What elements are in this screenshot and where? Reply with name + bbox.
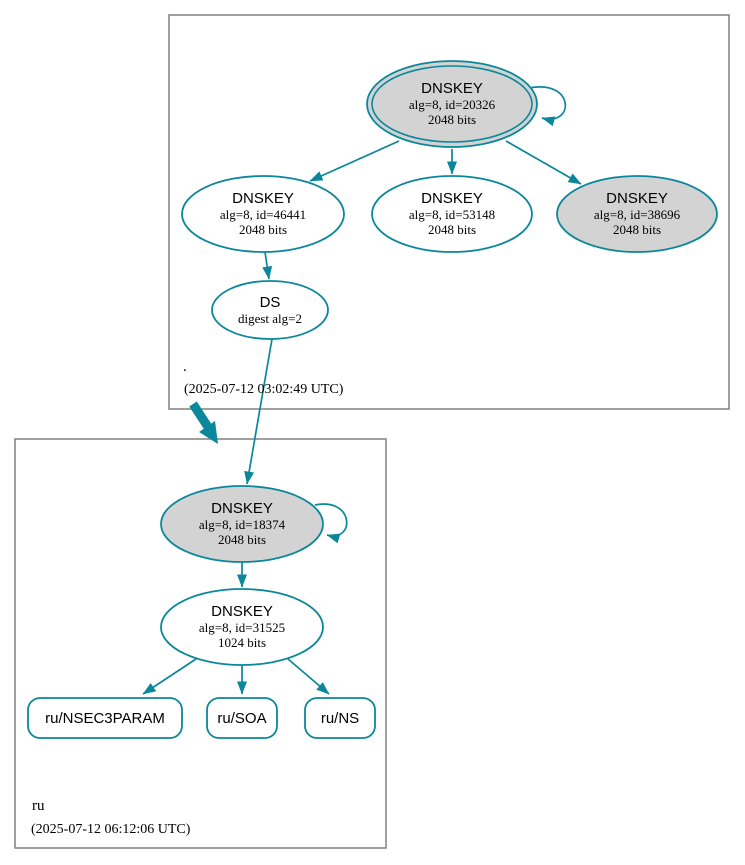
dnskey-46441-bits: 2048 bits bbox=[239, 222, 287, 237]
dnskey-20326-node[interactable]: DNSKEY alg=8, id=20326 2048 bits bbox=[366, 60, 538, 148]
zone-box-root bbox=[168, 14, 730, 410]
zone-label-ru: ru bbox=[32, 798, 45, 814]
dnskey-38696-node[interactable]: DNSKEY alg=8, id=38696 2048 bits bbox=[556, 175, 718, 253]
dnskey-46441-title: DNSKEY bbox=[232, 190, 294, 207]
edge-ds-to-ksk18374 bbox=[244, 338, 273, 485]
dnskey-53148-bits: 2048 bits bbox=[428, 222, 476, 237]
edge-zsk46441-to-ds bbox=[262, 251, 273, 280]
ds-detail: digest alg=2 bbox=[238, 311, 302, 326]
dnskey-20326-bits: 2048 bits bbox=[428, 112, 476, 127]
dnskey-20326-detail: alg=8, id=20326 bbox=[409, 97, 496, 112]
edge-zsk31525-to-nsec3param bbox=[142, 658, 197, 695]
zone-timestamp-ru: (2025-07-12 06:12:06 UTC) bbox=[31, 822, 191, 837]
dnskey-53148-title: DNSKEY bbox=[421, 190, 483, 207]
dnskey-38696-detail: alg=8, id=38696 bbox=[594, 207, 681, 222]
rrset-ns-label: ru/NS bbox=[321, 710, 359, 727]
edge-zsk31525-to-ns bbox=[287, 658, 330, 695]
edge-ksk20326-to-zsk46441 bbox=[309, 140, 400, 182]
ds-node[interactable]: DS digest alg=2 bbox=[211, 280, 329, 340]
rrset-nsec3param-label: ru/NSEC3PARAM bbox=[45, 710, 165, 727]
dnskey-18374-title: DNSKEY bbox=[211, 500, 273, 517]
ds-title: DS bbox=[260, 294, 281, 311]
dnskey-31525-bits: 1024 bits bbox=[218, 635, 266, 650]
dnskey-31525-detail: alg=8, id=31525 bbox=[199, 620, 285, 635]
self-sign-loop-ksk20326 bbox=[528, 86, 566, 127]
dnskey-31525-node[interactable]: DNSKEY alg=8, id=31525 1024 bits bbox=[160, 588, 324, 666]
dnskey-46441-node[interactable]: DNSKEY alg=8, id=46441 2048 bits bbox=[181, 175, 345, 253]
dnskey-53148-node[interactable]: DNSKEY alg=8, id=53148 2048 bits bbox=[371, 175, 533, 253]
zone-timestamp-root: (2025-07-12 03:02:49 UTC) bbox=[184, 382, 344, 397]
zone-box-ru bbox=[14, 438, 387, 849]
zone-label-root: . bbox=[183, 359, 187, 375]
rrset-ns-node[interactable]: ru/NS bbox=[304, 697, 376, 739]
edge-ksk20326-to-zsk38696 bbox=[505, 140, 582, 185]
dnskey-31525-title: DNSKEY bbox=[211, 603, 273, 620]
dnskey-38696-bits: 2048 bits bbox=[613, 222, 661, 237]
rrset-nsec3param-node[interactable]: ru/NSEC3PARAM bbox=[27, 697, 183, 739]
dnskey-20326-title: DNSKEY bbox=[421, 80, 483, 97]
dnskey-18374-bits: 2048 bits bbox=[218, 532, 266, 547]
dnskey-18374-node[interactable]: DNSKEY alg=8, id=18374 2048 bits bbox=[160, 485, 324, 563]
dnskey-18374-detail: alg=8, id=18374 bbox=[199, 517, 286, 532]
rrset-soa-node[interactable]: ru/SOA bbox=[206, 697, 278, 739]
dnskey-38696-title: DNSKEY bbox=[606, 190, 668, 207]
dnskey-46441-detail: alg=8, id=46441 bbox=[220, 207, 306, 222]
rrset-soa-label: ru/SOA bbox=[217, 710, 266, 727]
dnskey-53148-detail: alg=8, id=53148 bbox=[409, 207, 495, 222]
self-sign-loop-ksk18374 bbox=[314, 503, 348, 544]
delegation-arrowhead bbox=[199, 421, 218, 444]
delegation-arrow-root-to-ru bbox=[189, 401, 212, 430]
